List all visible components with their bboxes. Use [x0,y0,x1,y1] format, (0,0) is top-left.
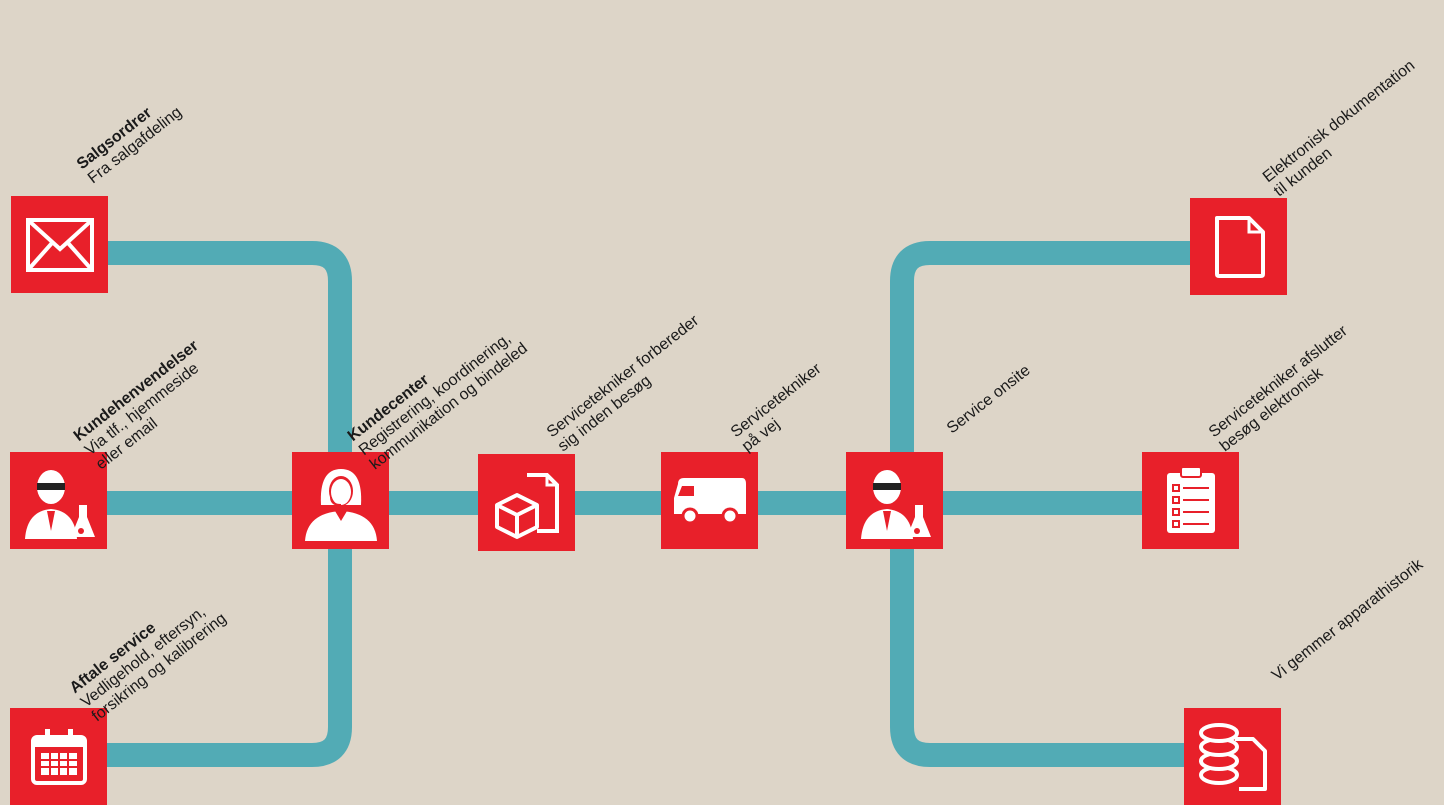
checklist-icon [1166,465,1215,533]
van-icon [673,477,746,524]
box-document-icon [494,472,559,539]
forbereder-node [478,454,575,551]
onsite-node [846,452,943,549]
kundecenter-node [292,452,389,549]
paa-vej-node [661,452,758,549]
historik-node [1184,708,1281,805]
dokumentation-node [1190,198,1287,295]
technician-icon [24,469,95,539]
technician-icon [860,469,931,539]
kundehenvendelser-node [10,452,107,549]
database-document-icon [1198,722,1267,791]
document-icon [1214,215,1265,278]
envelope-icon [25,217,94,272]
aftale-service-node [10,708,107,805]
calendar-icon [30,728,87,785]
operator-icon [304,468,377,541]
afslutter-node [1142,452,1239,549]
salgsordrer-node [11,196,108,293]
